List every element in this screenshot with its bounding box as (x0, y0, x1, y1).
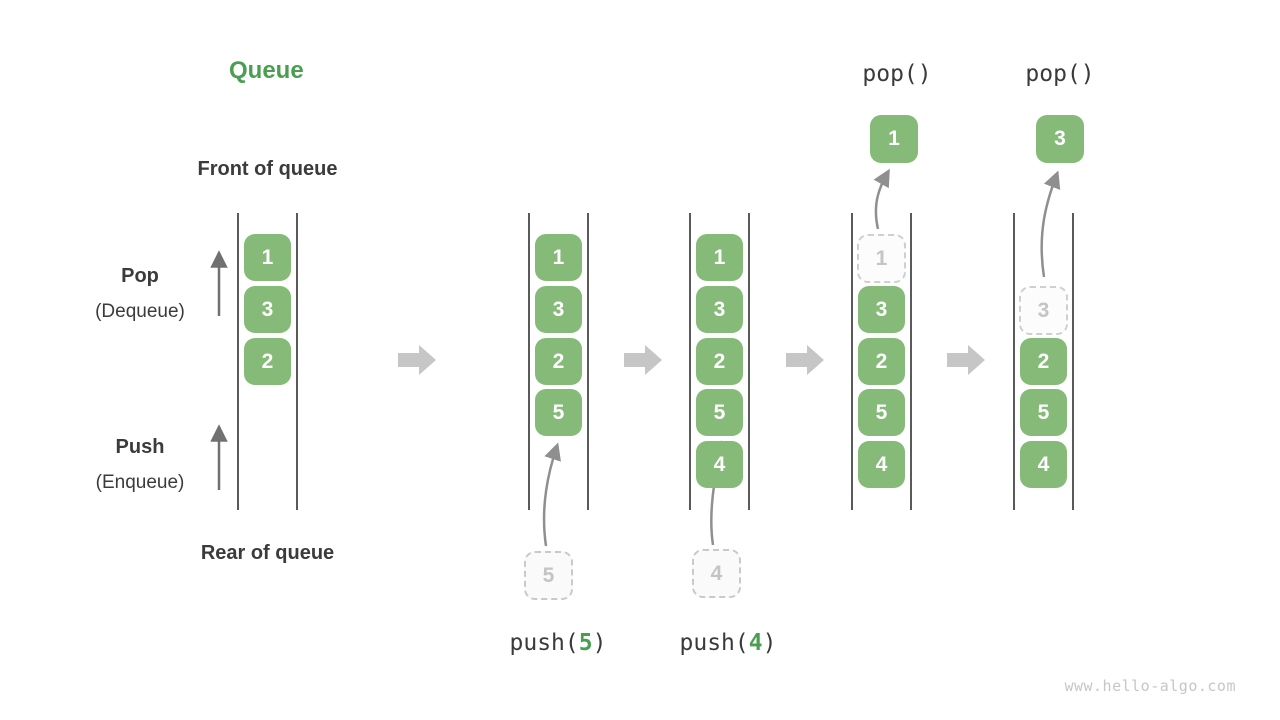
rear-of-queue-label: Rear of queue (200, 542, 335, 564)
queue-item: 2 (244, 338, 291, 385)
flow-arrow-icon (786, 345, 824, 375)
queue-item: 5 (696, 389, 743, 436)
queue-item: 1 (244, 234, 291, 281)
flow-arrow-icon (624, 345, 662, 375)
queue-item: 2 (1020, 338, 1067, 385)
dequeue-label: (Dequeue) (95, 301, 185, 322)
enqueue-label: (Enqueue) (95, 472, 185, 493)
queue-item: 5 (535, 389, 582, 436)
push-op-label: push(5) (508, 630, 608, 656)
queue-state-1: 1 3 2 (237, 213, 298, 510)
popped-item: 3 (1036, 115, 1084, 163)
op-suffix: ) (592, 630, 607, 656)
page-title: Queue (229, 57, 304, 84)
watermark: www.hello-algo.com (1064, 677, 1236, 695)
pop-dequeue-label: Pop (Dequeue) (60, 258, 220, 330)
queue-item: 1 (535, 234, 582, 281)
op-prefix: push( (509, 630, 579, 656)
op-prefix: push( (679, 630, 749, 656)
pop-label: Pop (121, 265, 159, 287)
queue-item: 3 (858, 286, 905, 333)
queue-state-3: 1 3 2 5 4 (689, 213, 750, 510)
pending-item: 4 (692, 549, 741, 598)
queue-item: 2 (696, 338, 743, 385)
popped-item: 1 (870, 115, 918, 163)
queue-item: 3 (696, 286, 743, 333)
queue-item: 4 (696, 441, 743, 488)
pop-op-label: pop() (862, 61, 932, 87)
op-arg: 5 (578, 630, 593, 656)
queue-item: 5 (1020, 389, 1067, 436)
pending-item: 5 (524, 551, 573, 600)
flow-arrow-icon (398, 345, 436, 375)
pop-op-label: pop() (1025, 61, 1095, 87)
queue-item: 3 (244, 286, 291, 333)
queue-item: 1 (696, 234, 743, 281)
push-label: Push (115, 436, 165, 458)
queue-item: 2 (535, 338, 582, 385)
queue-item-ghost: 1 (857, 234, 906, 283)
queue-item: 3 (535, 286, 582, 333)
queue-state-2: 1 3 2 5 (528, 213, 589, 510)
flow-arrow-icon (947, 345, 985, 375)
queue-item: 2 (858, 338, 905, 385)
queue-item: 4 (1020, 441, 1067, 488)
queue-state-4: 1 3 2 5 4 (851, 213, 912, 510)
queue-item: 5 (858, 389, 905, 436)
op-suffix: ) (762, 630, 777, 656)
push-enqueue-label: Push (Enqueue) (60, 429, 220, 501)
front-of-queue-label: Front of queue (197, 158, 338, 180)
push-op-label: push(4) (678, 630, 778, 656)
op-arg: 4 (748, 630, 763, 656)
queue-state-5: 3 2 5 4 (1013, 213, 1074, 510)
queue-item: 4 (858, 441, 905, 488)
queue-item-ghost: 3 (1019, 286, 1068, 335)
